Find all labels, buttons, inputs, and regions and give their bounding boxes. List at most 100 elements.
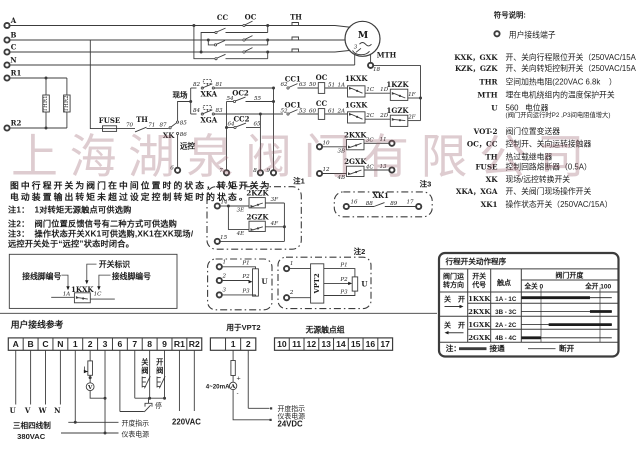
stop-blade (143, 404, 151, 413)
terminal-6-label: 6 (170, 166, 174, 172)
cc-contact-2-pivot (213, 43, 217, 47)
strip1-cell-2: C (42, 339, 48, 349)
oc2-label: OC2 (232, 88, 249, 97)
watermark-text: 上海湖泉阀门有限公司 (11, 130, 596, 185)
vpt-wiper-arrow (348, 281, 353, 286)
motor-m-label: M (358, 30, 369, 41)
xk-common (168, 126, 172, 130)
th-contact-blade (134, 126, 147, 133)
strip1-cell-8: 7 (132, 339, 137, 349)
terminal-15-label: 15 (220, 235, 228, 241)
oc2-pivot (232, 100, 236, 104)
notes-note3b: 远控开关处于“远控”状态时闭合。 (8, 239, 134, 249)
explain-switch-contact (75, 296, 80, 299)
kxk1-label: 1KXK (345, 74, 368, 83)
junction-dot (148, 396, 152, 400)
vpt-terminal-1 (283, 265, 291, 273)
legend-key-0: KXK，GXK (454, 53, 498, 62)
legend-key-4: U (491, 103, 498, 112)
terminal-n-label: N (10, 56, 17, 65)
junction-dot (88, 376, 92, 380)
junction-dot (282, 225, 286, 229)
strip1-cell-4: 1 (73, 339, 78, 349)
remote-label: 远控 (180, 141, 195, 151)
wire-end-marker (269, 418, 272, 421)
table-row-1-contact: 3B - 3C (495, 309, 517, 316)
phase-u-label: U (10, 406, 16, 415)
terminal-r2 (3, 124, 11, 132)
pin-3c: 3C (366, 138, 375, 144)
terminal-12 (315, 169, 324, 178)
explain-switch-pivot (82, 297, 85, 300)
wire (323, 291, 356, 296)
cc-contact-3-blade (216, 53, 226, 59)
pot-wiper-arrow (248, 280, 253, 284)
strip3-cell-5: 15 (351, 339, 361, 349)
terminal-7-label: 7 (219, 168, 223, 174)
terminal-10 (315, 143, 324, 151)
kzk2-box-pivot (256, 203, 260, 206)
note2-label: 注2 (354, 246, 366, 256)
feedback-section: 1 2 3 P1 P2 P3 U 注2 1 2 VPT2 P1 P2 P3 U (207, 246, 372, 311)
legend-key-2: THR (479, 78, 498, 87)
oc1-blade (288, 109, 298, 114)
vdc-label: 24VDC (278, 419, 304, 428)
table-row-1-code: 2KXK (468, 308, 491, 316)
oc-coil-label: OC (316, 73, 328, 82)
vpt-u-label: U (361, 279, 367, 288)
control-section: FUSE 70 TH 71 87 85 86 XK 现场 远控 6 82 XKA… (89, 40, 422, 177)
explain-arrow-left (61, 274, 69, 287)
xk-85 (176, 120, 180, 124)
explain-switch-label: 1KXK (71, 285, 94, 294)
th-contact-label: TH (136, 115, 148, 124)
cc1-pivot (286, 86, 290, 90)
indication2-label: 开度指示 (278, 404, 306, 413)
terminal-18-label: 18 (373, 67, 381, 73)
fuse-label: FUSE (99, 116, 120, 125)
thr1-box (42, 94, 50, 113)
legend-desc-1: 开、关向转矩控制开关（250VAC/15A (506, 63, 637, 73)
oc2-blade (235, 96, 246, 102)
phase-w-label: W (38, 406, 47, 415)
terminal-8-label: 8 (253, 168, 257, 174)
legend-desc-10: 现场/远控转换开关 (506, 174, 571, 184)
explain-right-label: 接线脚编号 (112, 271, 151, 281)
pin-1d: 1D (380, 87, 389, 93)
legend-key-9: FUSE (475, 163, 498, 172)
th-element (291, 48, 299, 52)
table-note-prefix: 注： (446, 343, 461, 353)
legend-key-12: XK1 (481, 200, 498, 209)
kzk1-box-contact (391, 91, 396, 95)
vpt-p1-label: P1 (339, 262, 347, 268)
pin-55: 55 (254, 96, 262, 102)
strip3-cell-0: 10 (277, 339, 287, 349)
pin-70: 70 (126, 123, 134, 129)
v220-label: 220VAC (172, 418, 201, 427)
vpt-terminal-1-label: 1 (290, 261, 294, 267)
pin-2d: 2D (379, 113, 389, 119)
legend-desc-4: 560 电位器 (506, 102, 549, 112)
three-phase-label: 三相四线制 (13, 420, 51, 430)
ammeter-letter: A (230, 384, 236, 390)
pot-resistor (252, 268, 259, 297)
table-dir1-close: 关 (444, 295, 451, 304)
pin-53: 53 (299, 108, 307, 114)
xk1-blade (373, 202, 385, 207)
cc1-label: CC1 (285, 75, 301, 84)
strip1-cell-6: 3 (103, 339, 108, 349)
pin-62: 62 (280, 82, 288, 88)
cc2-blade (235, 122, 247, 128)
xga-actuator (202, 105, 212, 110)
strip2-cell-2: 2 (246, 339, 251, 349)
thr1-label: THR1 (43, 95, 49, 111)
kxk2-box-contact (348, 145, 352, 149)
xk-label: XK (163, 131, 175, 140)
cc-contact-2-blade (216, 40, 226, 45)
ma-label: 4~20mA (206, 383, 230, 390)
note1-label: 注1 (293, 176, 305, 186)
passive-strip-label: 无源触点组 (305, 324, 345, 334)
table-legend-off: 断开 (559, 343, 575, 353)
strip3-cell-7: 17 (380, 339, 390, 349)
pin-61: 61 (328, 109, 335, 115)
